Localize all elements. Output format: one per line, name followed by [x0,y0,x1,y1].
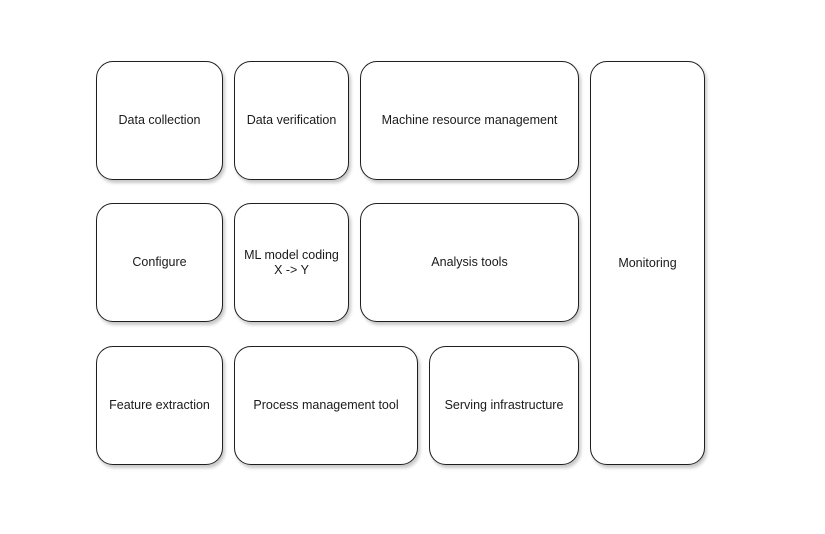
ml-model-coding-box: ML model coding X -> Y [234,203,349,322]
data-verification-label: Data verification [246,113,337,127]
monitoring-label: Monitoring [618,255,677,270]
process-management-tool-box: Process management tool [234,346,418,465]
configure-box: Configure [96,203,223,322]
ml-model-coding-label: ML model coding X -> Y [244,247,339,277]
data-collection-label: Data collection [118,113,201,127]
machine-resource-management-box: Machine resource management [360,61,579,180]
feature-extraction-label: Feature extraction [109,398,210,412]
configure-label: Configure [132,255,187,269]
serving-infrastructure-box: Serving infrastructure [429,346,579,465]
analysis-tools-label: Analysis tools [431,255,508,269]
analysis-tools-box: Analysis tools [360,203,579,322]
data-collection-box: Data collection [96,61,223,180]
monitoring-box: Monitoring [590,61,705,465]
data-verification-box: Data verification [234,61,349,180]
feature-extraction-box: Feature extraction [96,346,223,465]
process-management-tool-label: Process management tool [253,398,399,412]
machine-resource-management-label: Machine resource management [381,113,558,127]
serving-infrastructure-label: Serving infrastructure [444,398,564,412]
